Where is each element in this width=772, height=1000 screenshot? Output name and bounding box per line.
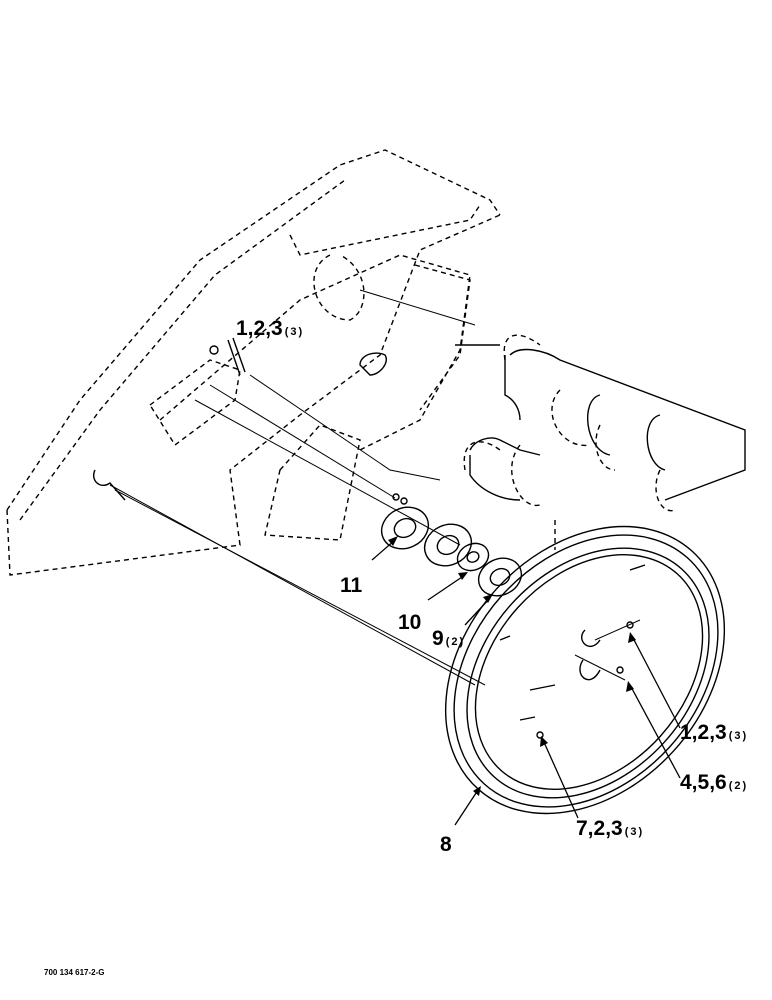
drive-sheave [444, 525, 726, 815]
callout-10: 10 [398, 611, 422, 634]
callout-7-2-3: 7,2,3(3) [576, 817, 645, 840]
exploded-view-lines [109, 289, 641, 686]
callout-1-2-3-upper: 1,2,3(3) [236, 317, 305, 340]
callout-8: 8 [440, 833, 452, 856]
callout-1-2-3-lower: 1,2,3(3) [680, 721, 749, 744]
drum-shaft [455, 344, 746, 501]
callout-11: 11 [340, 574, 363, 597]
callout-9: 9(2) [432, 627, 466, 650]
callout-4-5-6: 4,5,6(2) [680, 771, 749, 794]
figure-reference-code: 700 134 617-2-G [44, 968, 105, 977]
hardware [93, 337, 387, 501]
header-frame [6, 149, 676, 576]
leader-lines [371, 539, 681, 826]
bearing-parts [380, 493, 523, 597]
leader-arrowheads [388, 536, 636, 796]
